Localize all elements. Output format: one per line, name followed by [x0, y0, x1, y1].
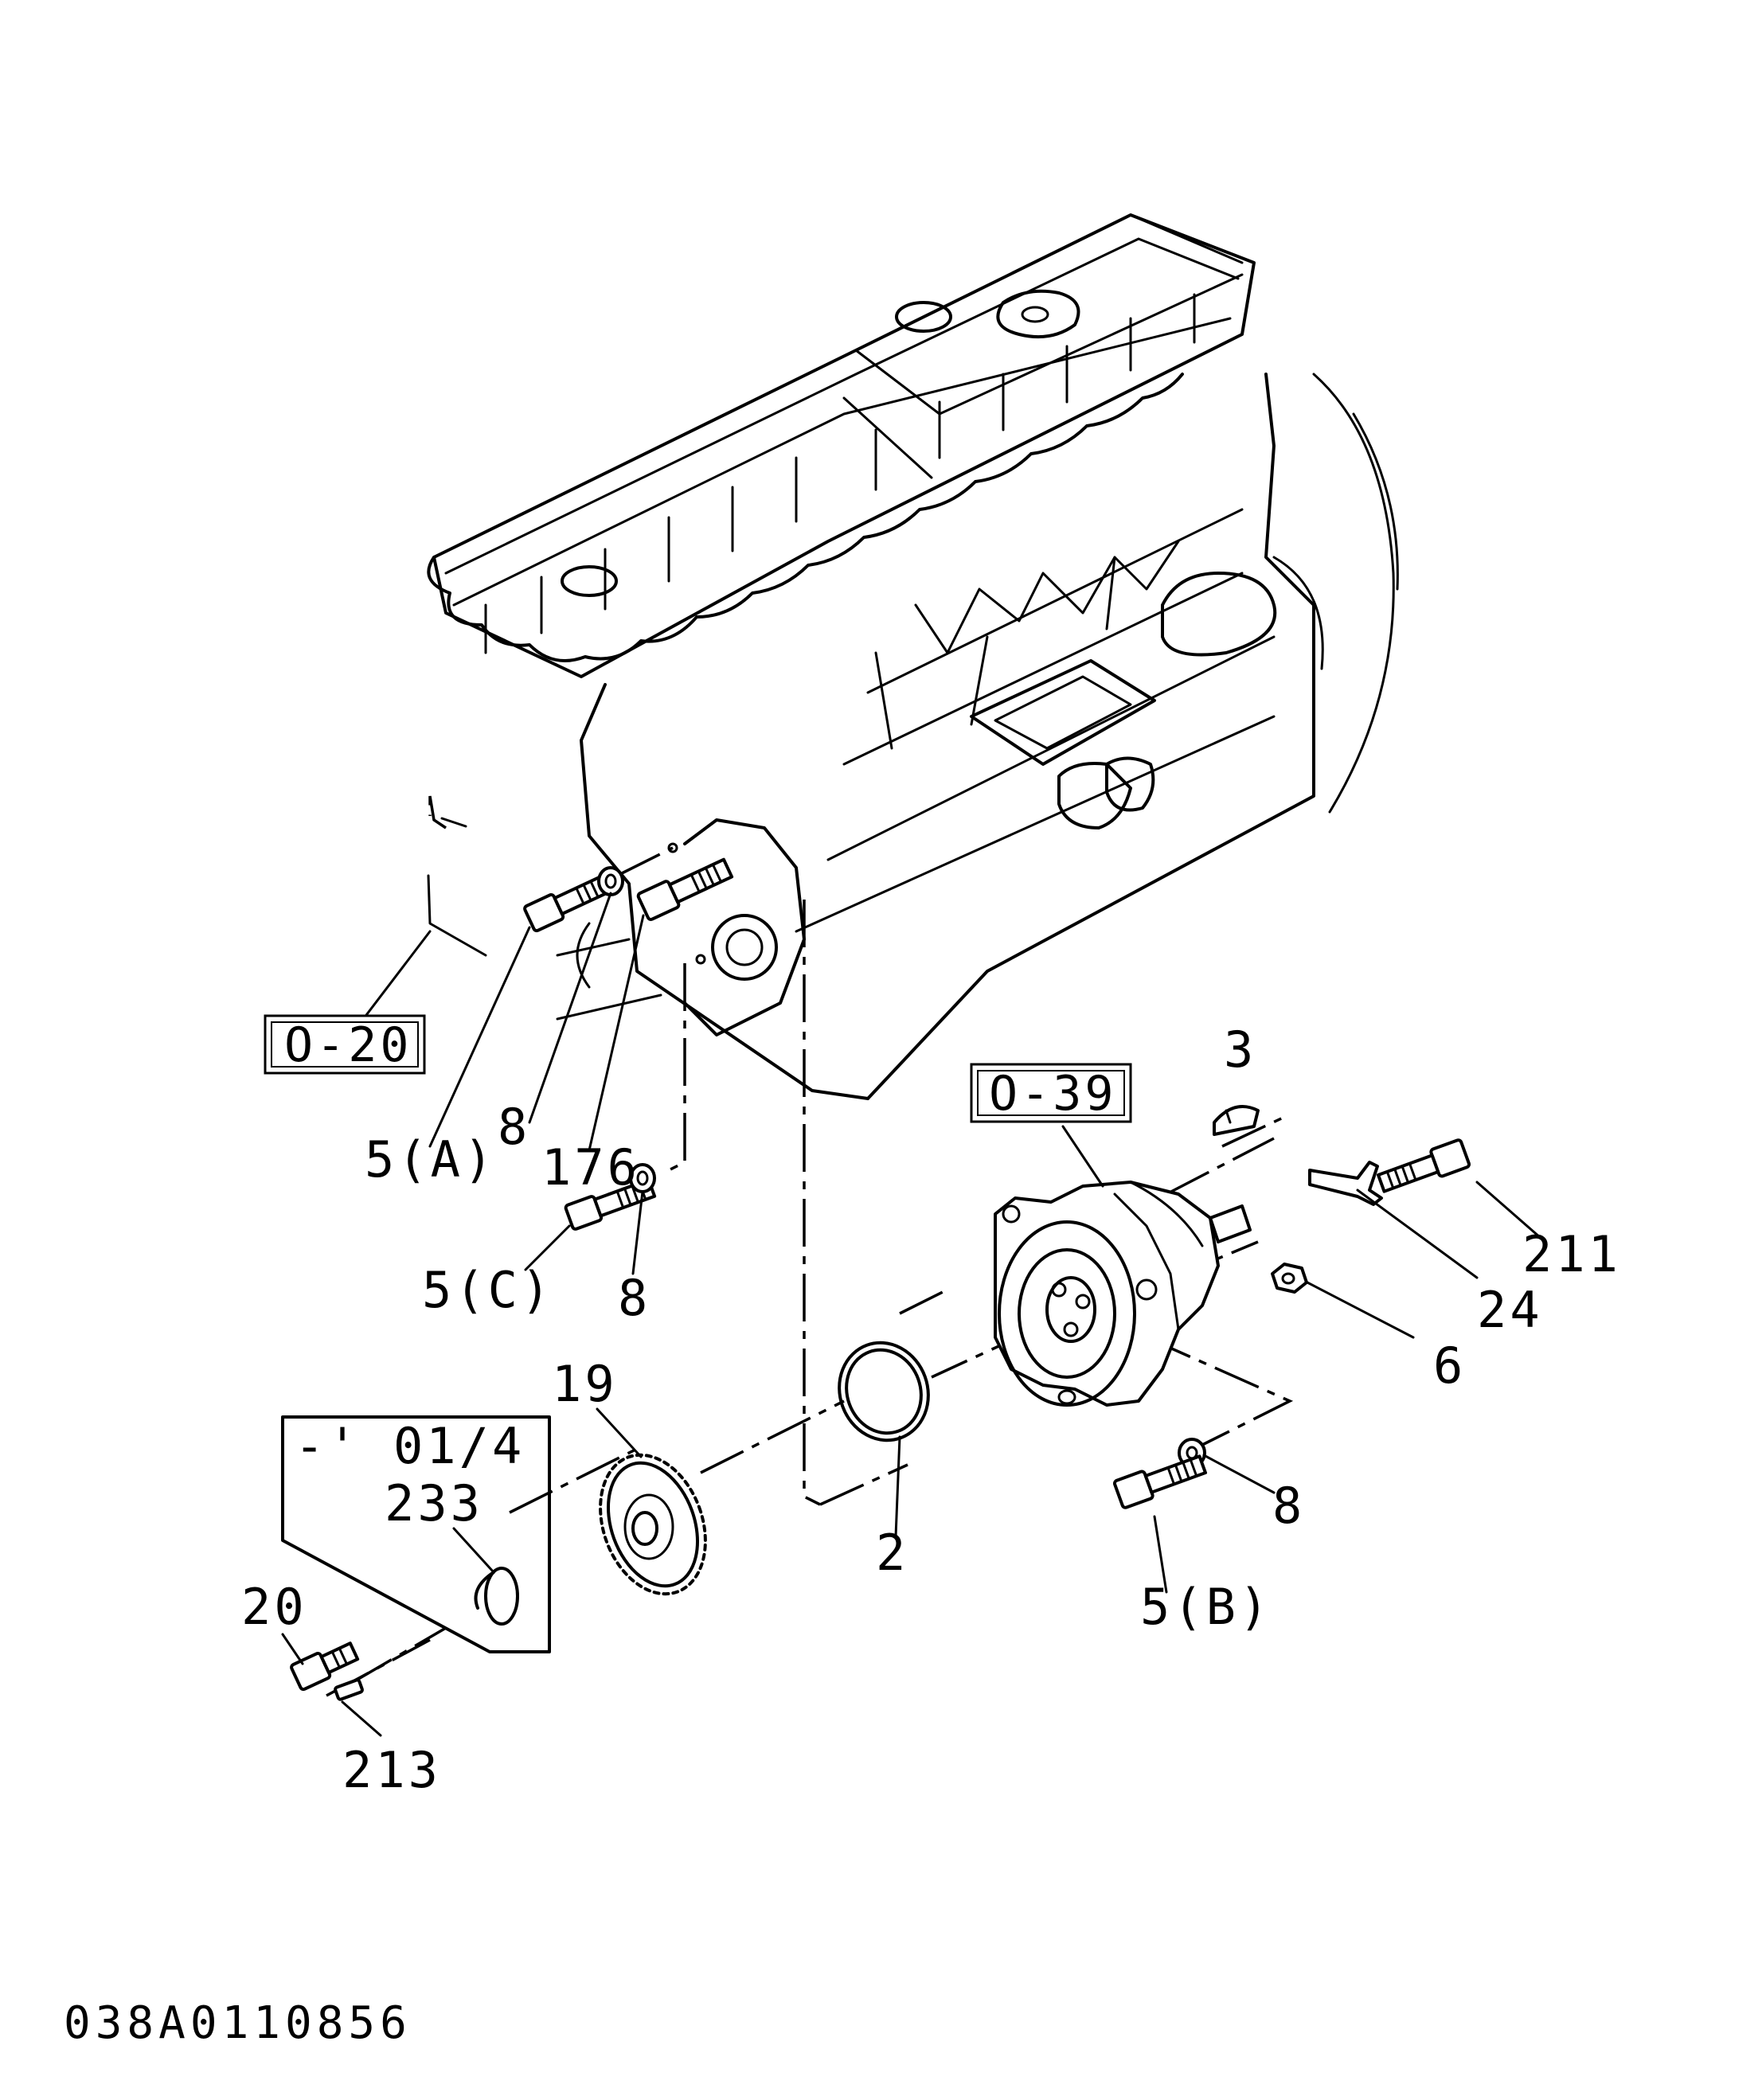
label-5a: 5(A): [365, 1130, 496, 1189]
label-8-b: 8: [1272, 1477, 1305, 1535]
cylinder-block: [556, 373, 1399, 1100]
circlip-233: [474, 1567, 519, 1626]
label-8-a: 8: [498, 1098, 530, 1156]
key-3: [1213, 1105, 1260, 1136]
nut-6: [1271, 1263, 1308, 1294]
bolt-176: [636, 857, 734, 921]
washer-8a: [597, 866, 624, 896]
engine-assembly: [427, 213, 1399, 1100]
label-3: 3: [1224, 1021, 1256, 1079]
label-233: 233: [385, 1474, 483, 1532]
ref-label-o39: O-39: [989, 1066, 1117, 1122]
label-6: 6: [1433, 1337, 1466, 1395]
bolt-5b: [1112, 1454, 1208, 1509]
part-labels: 3 211 24 6 8 5(B) 2 19 233 20 213 5(A) 8…: [241, 1021, 1621, 1799]
washer-8c: [629, 1163, 656, 1193]
reference-box-o39[interactable]: O-39: [970, 1063, 1132, 1123]
label-211: 211: [1522, 1225, 1621, 1283]
reference-box-o20[interactable]: O-20: [264, 1014, 426, 1075]
label-5c: 5(C): [422, 1261, 553, 1319]
pump-body: [994, 1181, 1252, 1407]
ref-label-o20: O-20: [284, 1017, 412, 1073]
bolt-211: [1376, 1138, 1471, 1193]
label-5b: 5(B): [1140, 1578, 1272, 1636]
bracket-24: [1308, 1161, 1383, 1206]
label-24: 24: [1477, 1281, 1543, 1339]
serial-note: -' 01/4: [295, 1417, 525, 1475]
label-213: 213: [342, 1741, 441, 1799]
gear-19: [599, 1453, 707, 1596]
label-19: 19: [552, 1355, 618, 1413]
label-176: 176: [541, 1138, 640, 1196]
rocker-cover: [427, 213, 1256, 678]
label-20: 20: [241, 1578, 307, 1636]
drawing-code: 038A0110856: [64, 1997, 412, 2049]
pin-213: [334, 1678, 364, 1701]
alignment-lines: [326, 795, 1294, 1697]
leader-lines: [281, 817, 1542, 1737]
o-ring-2: [838, 1341, 930, 1442]
label-2: 2: [876, 1524, 908, 1582]
label-8-c: 8: [618, 1269, 650, 1327]
